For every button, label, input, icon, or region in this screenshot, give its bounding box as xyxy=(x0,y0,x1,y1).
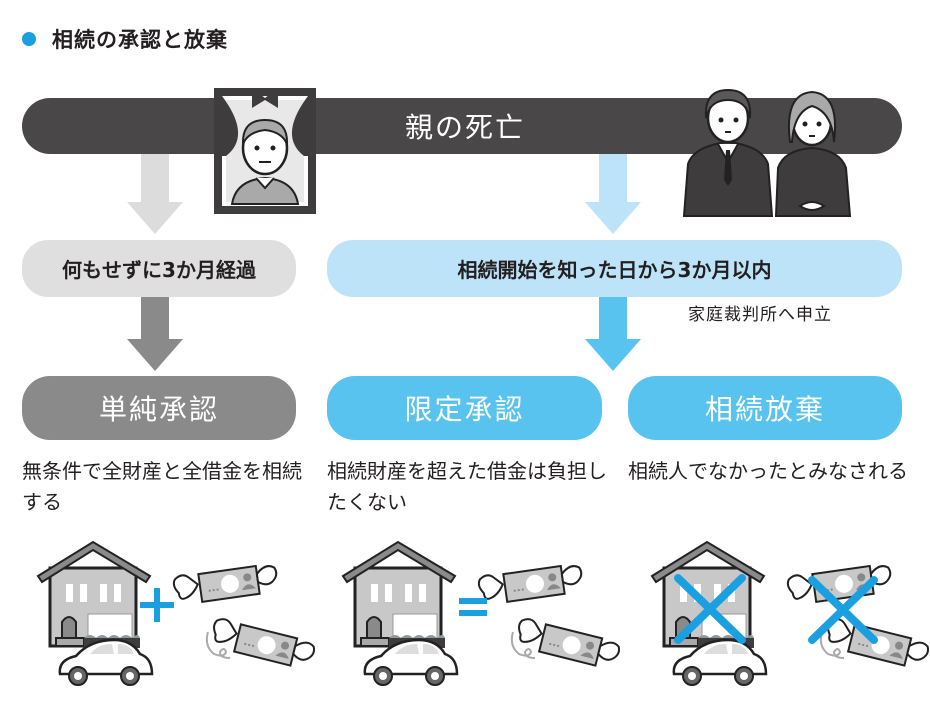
renunciation-description: 相続人でなかったとみなされる xyxy=(628,459,908,483)
diagram-title: 相続の承認と放棄 xyxy=(22,24,228,54)
arrow-right-bottom xyxy=(585,297,641,371)
equals-icon xyxy=(459,598,487,616)
arrow-left-top xyxy=(127,154,183,234)
event-label: 親の死亡 xyxy=(404,111,525,144)
memorial-portrait-icon xyxy=(214,88,316,214)
event-bar xyxy=(22,98,902,154)
simple-approval-description: 無条件で全財産と全借金を相続する xyxy=(22,459,302,514)
condition-no-action: 何もせずに3か月経過 xyxy=(22,240,296,297)
limited-approval-description: 相続財産を超えた借金は負担したくない xyxy=(327,459,607,514)
plus-icon xyxy=(140,588,174,622)
option-simple-approval: 単純承認 xyxy=(22,376,296,440)
arrow-right-top xyxy=(585,154,641,234)
court-filing-note: 家庭裁判所へ申立 xyxy=(688,305,832,325)
family-mourners-icon xyxy=(682,88,852,217)
diagram-title-text: 相続の承認と放棄 xyxy=(52,28,228,52)
renunciation-illustration xyxy=(642,528,930,688)
condition-within-3-months: 相続開始を知った日から3か月以内 xyxy=(327,240,902,297)
option-renunciation: 相続放棄 xyxy=(628,376,902,440)
simple-approval-illustration xyxy=(28,528,318,688)
arrow-left-bottom xyxy=(127,297,183,371)
limited-approval-illustration xyxy=(333,528,623,688)
option-limited-approval: 限定承認 xyxy=(327,376,602,440)
cross-mark-icon xyxy=(674,574,878,644)
bullet-dot-icon xyxy=(22,32,36,46)
